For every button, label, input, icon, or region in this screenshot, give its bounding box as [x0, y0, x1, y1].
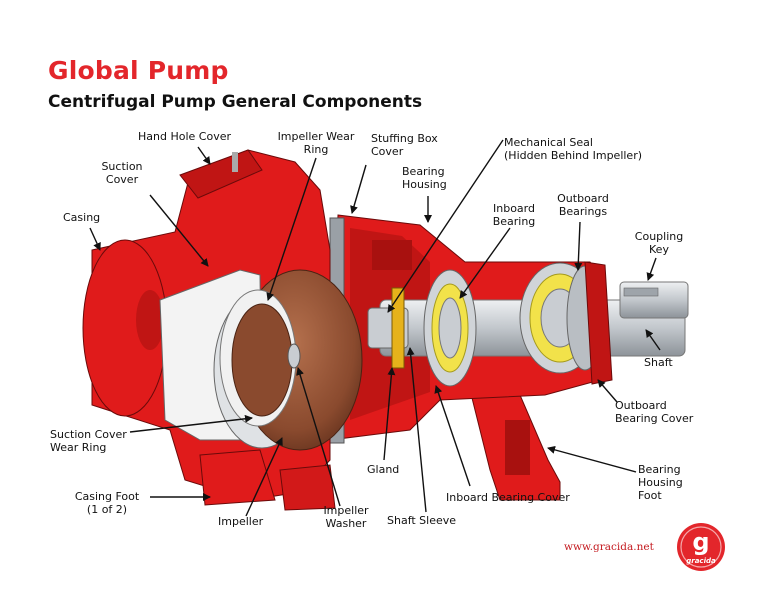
label-shaft: Shaft — [644, 356, 673, 369]
label-impeller-washer: Impeller Washer — [323, 504, 369, 530]
gland — [391, 287, 405, 369]
label-inboard-bearing: Inboard Bearing — [492, 202, 536, 228]
arrow-inboard-bearing — [459, 227, 511, 299]
hand-hole-stud — [232, 152, 238, 172]
label-suction-cover-wear-ring: Suction Cover Wear Ring — [50, 428, 127, 454]
arrow-impeller-wear-ring — [266, 157, 317, 301]
arrow-mechanical-seal — [387, 139, 504, 313]
arrow-shaft-sleeve — [406, 347, 427, 513]
outboard-bearing-cover — [584, 261, 613, 385]
arrow-outboard-bearings — [574, 221, 583, 271]
arrow-suction-cover-wear-ring — [129, 414, 253, 433]
inboard-bearing — [423, 269, 477, 387]
arrow-suction-cover — [149, 194, 209, 267]
casing-foot — [199, 449, 276, 506]
svg-text:gracida: gracida — [686, 557, 716, 565]
arrow-coupling-key — [646, 257, 657, 281]
bearing-housing-foot — [469, 389, 561, 501]
website-link[interactable]: www.gracida.net — [564, 541, 654, 553]
label-hand-hole-cover: Hand Hole Cover — [138, 130, 231, 143]
impeller-eye — [231, 303, 293, 417]
label-outboard-bearing-cover: Outboard Bearing Cover — [615, 399, 694, 425]
label-coupling-key: Coupling Key — [634, 230, 684, 256]
arrow-bearing-housing-foot — [547, 445, 637, 473]
casing-foot-2 — [279, 464, 336, 511]
arrow-inboard-bearing-cover — [434, 385, 471, 487]
label-inboard-bearing-cover: Inboard Bearing Cover — [446, 491, 570, 504]
arrow-impeller-washer — [296, 367, 341, 507]
label-bearing-housing: Bearing Housing — [402, 165, 447, 191]
label-gland: Gland — [367, 463, 400, 476]
arrow-outboard-bearing-cover — [597, 379, 618, 403]
label-outboard-bearings: Outboard Bearings — [557, 192, 609, 218]
label-casing: Casing — [63, 211, 101, 224]
page-subtitle: Centrifugal Pump General Components — [48, 92, 423, 112]
label-mechanical-seal: Mechanical Seal (Hidden Behind Impeller) — [504, 136, 643, 162]
label-bearing-housing-foot: Bearing Housing Foot — [638, 463, 683, 502]
arrow-shaft — [645, 329, 661, 351]
arrow-casing — [89, 227, 101, 251]
label-impeller: Impeller — [218, 515, 264, 528]
impeller-washer — [287, 343, 301, 369]
label-suction-cover: Suction Cover — [101, 160, 143, 186]
label-casing-foot: Casing Foot (1 of 2) — [74, 490, 140, 516]
arrow-hand-hole-cover — [197, 146, 211, 165]
label-shaft-sleeve: Shaft Sleeve — [387, 514, 457, 527]
label-impeller-wear-ring: Impeller Wear Ring — [277, 130, 355, 156]
leader-lines — [89, 139, 661, 517]
page-title: Global Pump — [48, 56, 229, 85]
arrow-gland — [383, 367, 396, 461]
hand-hole-cover — [179, 149, 263, 199]
arrow-stuffing-box-cover — [350, 164, 367, 214]
gracida-logo: g gracida — [677, 523, 725, 571]
label-stuffing-box-cover: Stuffing Box Cover — [371, 132, 438, 158]
arrow-impeller — [245, 437, 283, 517]
svg-text:g: g — [692, 528, 709, 556]
